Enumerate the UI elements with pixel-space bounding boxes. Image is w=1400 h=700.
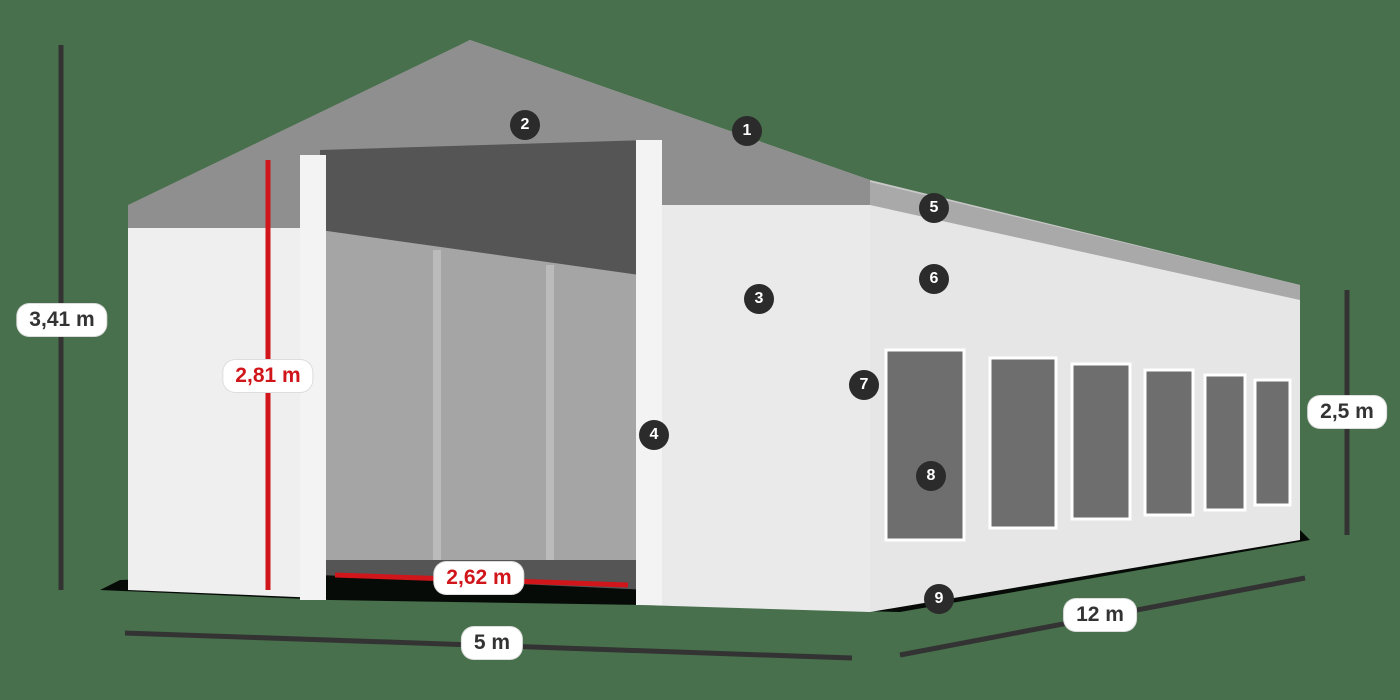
callout-9: 9 <box>924 584 954 614</box>
callout-8: 8 <box>916 461 946 491</box>
height-label-total: 3,41 m <box>17 304 107 336</box>
front-wall-right <box>640 205 870 612</box>
width-label: 5 m <box>461 627 523 659</box>
front-wall-left <box>128 228 320 598</box>
height-label-entrance: 2,81 m <box>223 360 313 392</box>
callout-1: 1 <box>732 116 762 146</box>
callout-5: 5 <box>919 193 949 223</box>
callout-6: 6 <box>919 264 949 294</box>
length-label: 12 m <box>1064 599 1136 631</box>
callout-2: 2 <box>510 110 540 140</box>
width-label-entrance: 2,62 m <box>434 562 524 594</box>
height-label-side: 2,5 m <box>1308 396 1386 428</box>
callout-3: 3 <box>744 284 774 314</box>
callout-4: 4 <box>639 420 669 450</box>
callout-7: 7 <box>849 370 879 400</box>
